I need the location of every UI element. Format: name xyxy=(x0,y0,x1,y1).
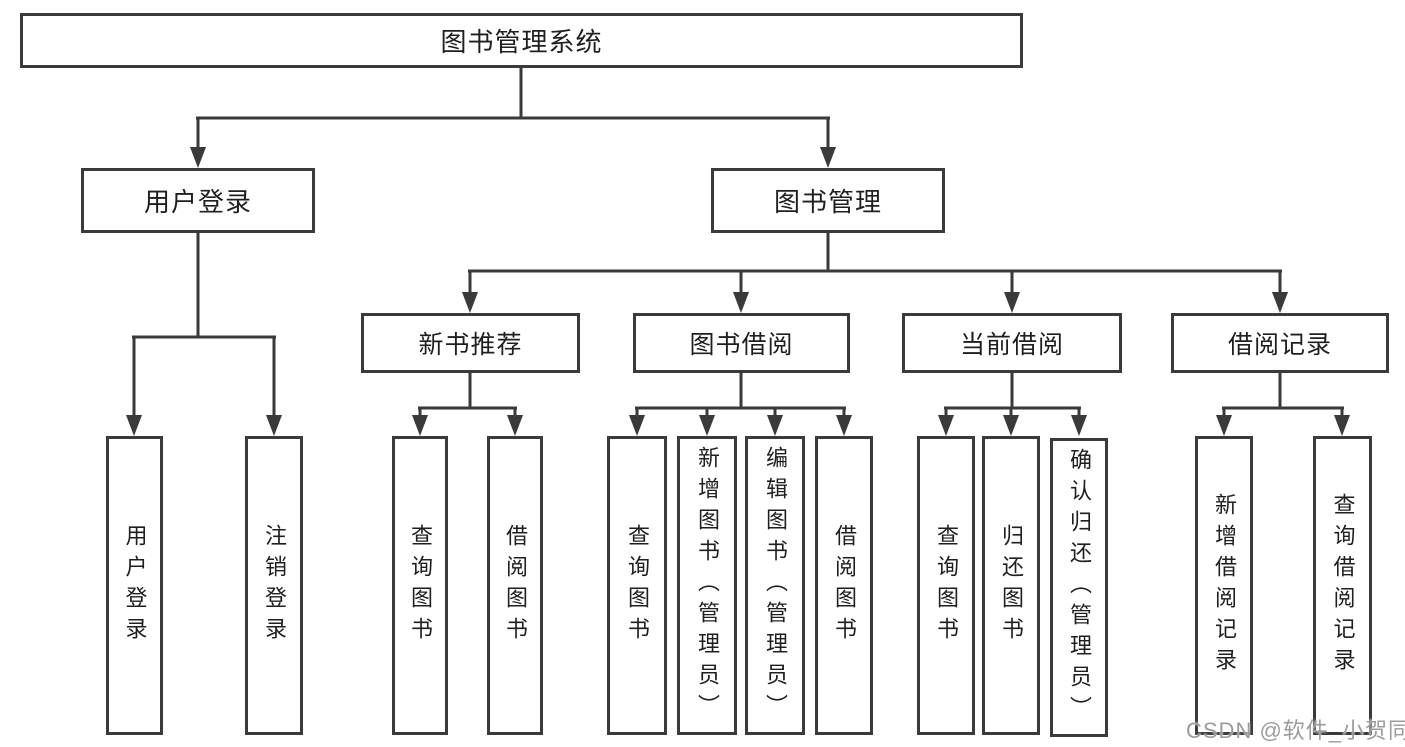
arrow-down-icon xyxy=(462,292,478,313)
leaf-current-confirm-return-admin: 确认归还（管理员） xyxy=(1050,438,1108,737)
arrow-down-icon xyxy=(820,147,836,168)
leaf-records-query-record: 查询借阅记录 xyxy=(1313,436,1372,735)
leaf-borrow-add-book-admin: 新增图书（管理员） xyxy=(677,436,737,735)
arrow-down-icon xyxy=(1003,415,1019,436)
node-root: 图书管理系统 xyxy=(20,13,1023,68)
arrow-down-icon xyxy=(836,415,852,436)
arrow-down-icon xyxy=(190,147,206,168)
node-user-login: 用户登录 xyxy=(81,168,315,233)
arrow-down-icon xyxy=(767,415,783,436)
node-new-book-recommend: 新书推荐 xyxy=(361,313,580,373)
leaf-user-logout: 注销登录 xyxy=(245,436,303,735)
arrow-down-icon xyxy=(412,415,428,436)
arrow-down-icon xyxy=(938,415,954,436)
leaf-user-login: 用户登录 xyxy=(106,436,163,735)
arrow-down-icon xyxy=(733,292,749,313)
leaf-borrow-borrow-book: 借阅图书 xyxy=(815,436,873,735)
arrow-down-icon xyxy=(629,415,645,436)
arrow-down-icon xyxy=(1272,292,1288,313)
arrow-down-icon xyxy=(1004,292,1020,313)
arrow-down-icon xyxy=(1071,415,1087,436)
leaf-borrow-edit-book-admin: 编辑图书（管理员） xyxy=(745,436,805,735)
node-book-management: 图书管理 xyxy=(711,168,945,233)
leaf-current-query-book: 查询图书 xyxy=(917,436,975,735)
watermark: CSDN @软件_小贺同学 xyxy=(1186,718,1405,743)
arrow-down-icon xyxy=(1334,415,1350,436)
node-borrow-records: 借阅记录 xyxy=(1171,313,1389,373)
arrow-down-icon xyxy=(1216,415,1232,436)
arrow-down-icon xyxy=(699,415,715,436)
node-book-borrow: 图书借阅 xyxy=(633,313,850,373)
arrow-down-icon xyxy=(507,415,523,436)
leaf-borrow-query-book: 查询图书 xyxy=(607,436,667,735)
arrow-down-icon xyxy=(126,415,142,436)
node-current-borrow: 当前借阅 xyxy=(902,313,1122,373)
leaf-current-return-book: 归还图书 xyxy=(982,436,1040,735)
leaf-recommend-query-book: 查询图书 xyxy=(392,436,448,735)
leaf-recommend-borrow-book: 借阅图书 xyxy=(487,436,543,735)
arrow-down-icon xyxy=(266,415,282,436)
leaf-records-add-record: 新增借阅记录 xyxy=(1195,436,1253,735)
